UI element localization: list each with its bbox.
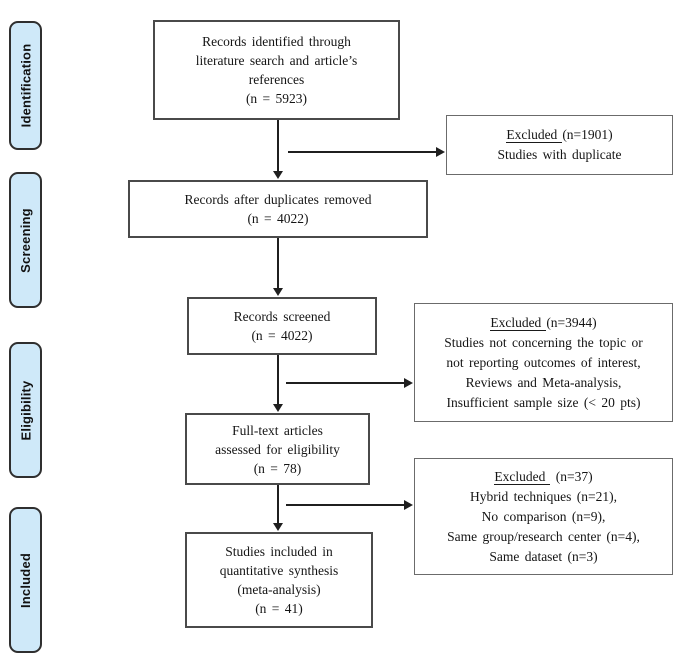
- exclusion-reason: Studies with duplicate: [497, 147, 622, 162]
- exclusion-box-screening: Excluded(n=3944) Studies not concerning …: [414, 303, 673, 422]
- exclusion-reason: not reporting outcomes of interest,: [446, 354, 641, 370]
- exclusion-count: (n=3944): [546, 314, 597, 330]
- arrow-dedup-to-screened: [273, 238, 283, 296]
- box-text-line: (n = 41): [255, 601, 303, 616]
- box-text-line: Studies included in: [225, 544, 333, 559]
- arrow-to-excluded-eligibility: [286, 500, 413, 510]
- exclusion-reason: No comparison (n=9),: [481, 508, 606, 524]
- exclusion-count: (n=1901): [562, 127, 613, 142]
- flow-box-studies-included: Studies included in quantitative synthes…: [185, 532, 373, 628]
- arrow-fulltext-to-included: [273, 485, 283, 531]
- stage-pill-screening: Screening: [9, 172, 42, 308]
- box-text-line: (n = 78): [253, 460, 302, 476]
- box-text-line: (n = 4022): [251, 328, 313, 343]
- box-text-line: references: [248, 72, 305, 87]
- exclusion-heading: Excluded(n=3944): [490, 313, 597, 333]
- box-text-line: (n = 5923): [245, 91, 308, 106]
- stage-label-identification: Identification: [18, 43, 34, 128]
- box-text-line: literature search and article’s: [195, 53, 358, 68]
- box-text-line: Records after duplicates removed: [184, 192, 372, 207]
- exclusion-reason: Hybrid techniques (n=21),: [470, 488, 617, 504]
- flow-box-duplicates-removed: Records after duplicates removed (n = 40…: [128, 180, 428, 238]
- arrow-screened-to-fulltext: [273, 355, 283, 412]
- arrowhead-down-icon: [273, 404, 283, 412]
- exclusion-heading: Excluded (n=37): [494, 467, 593, 487]
- stage-label-screening: Screening: [18, 207, 33, 273]
- box-text-line: Full-text articles: [232, 422, 323, 438]
- box-text-line: quantitative synthesis: [219, 563, 339, 578]
- flow-box-records-screened: Records screened (n = 4022): [187, 297, 377, 355]
- box-text-line: (n = 4022): [247, 211, 309, 226]
- stage-pill-included: Included: [9, 507, 42, 653]
- box-text-line: assessed for eligibility: [215, 441, 340, 457]
- arrowhead-down-icon: [273, 523, 283, 531]
- flow-box-fulltext-assessed: Full-text articles assessed for eligibil…: [185, 413, 370, 485]
- arrowhead-down-icon: [273, 288, 283, 296]
- arrowhead-right-icon: [404, 500, 413, 510]
- exclusion-box-eligibility: Excluded (n=37) Hybrid techniques (n=21)…: [414, 458, 673, 575]
- exclusion-count: (n=37): [555, 468, 593, 484]
- exclusion-reason: Reviews and Meta-analysis,: [465, 374, 622, 390]
- arrow-identified-to-dedup: [273, 120, 283, 179]
- exclusion-heading: Excluded(n=1901): [506, 125, 613, 145]
- arrowhead-right-icon: [404, 378, 413, 388]
- stage-label-eligibility: Eligibility: [18, 380, 34, 440]
- stage-label-included: Included: [18, 552, 33, 608]
- box-text-line: (meta-analysis): [237, 582, 321, 597]
- exclusion-title: Excluded: [506, 127, 563, 143]
- exclusion-title: Excluded: [494, 468, 551, 485]
- box-text-line: Records screened: [233, 309, 331, 324]
- arrowhead-right-icon: [436, 147, 445, 157]
- exclusion-reason: Same group/research center (n=4),: [447, 528, 640, 544]
- box-text-line: Records identified through: [202, 34, 351, 49]
- exclusion-box-duplicates: Excluded(n=1901) Studies with duplicate: [446, 115, 673, 175]
- flow-box-records-identified: Records identified through literature se…: [153, 20, 400, 120]
- exclusion-title: Excluded: [490, 314, 547, 331]
- exclusion-reason: Same dataset (n=3): [489, 548, 598, 564]
- exclusion-reason: Insufficient sample size (< 20 pts): [446, 394, 641, 410]
- arrow-to-excluded-screening: [286, 378, 413, 388]
- arrowhead-down-icon: [273, 171, 283, 179]
- arrow-to-excluded-duplicates: [288, 147, 445, 157]
- stage-pill-identification: Identification: [9, 21, 42, 150]
- stage-pill-eligibility: Eligibility: [9, 342, 42, 478]
- exclusion-reason: Studies not concerning the topic or: [444, 334, 643, 350]
